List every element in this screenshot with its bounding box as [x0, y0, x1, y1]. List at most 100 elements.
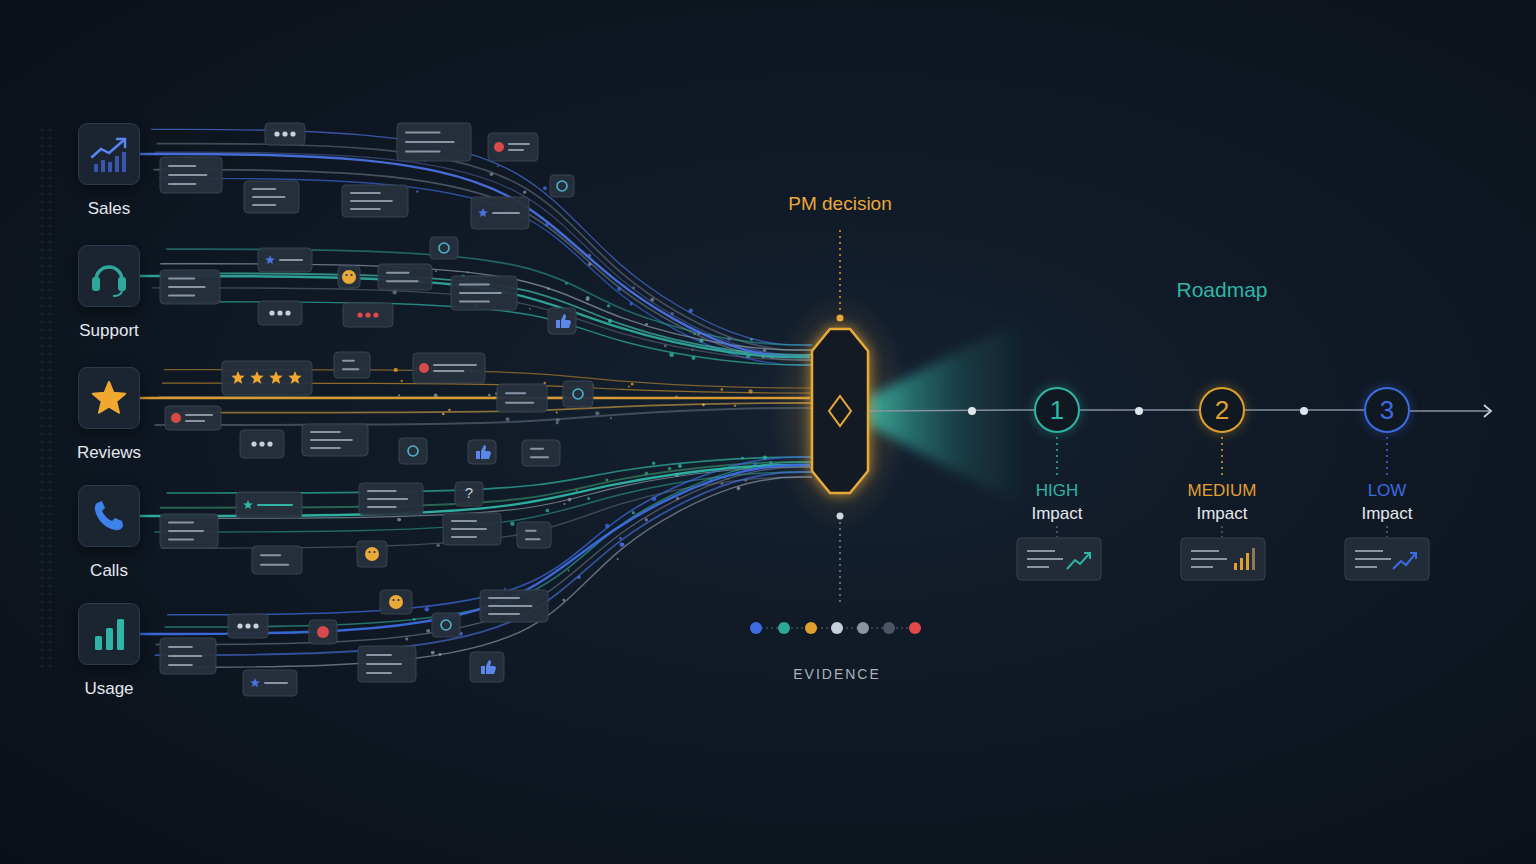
typing-dot	[285, 310, 290, 315]
roadmap-line	[1410, 410, 1490, 412]
card-body	[380, 590, 412, 614]
card-body	[240, 430, 284, 458]
usage-icon	[79, 604, 139, 664]
card-body	[265, 123, 305, 145]
decision-diamond	[829, 396, 851, 426]
feedback-stream	[164, 477, 812, 667]
stream-particle	[727, 337, 731, 341]
feedback-stream	[155, 152, 812, 355]
card-body	[165, 406, 221, 430]
stream-particle	[652, 497, 656, 501]
stream-particle	[595, 411, 599, 415]
usage-bar	[117, 619, 124, 650]
feedback-card	[302, 424, 368, 456]
stream-particle	[632, 286, 635, 289]
card-body	[413, 353, 485, 383]
feedback-card	[243, 670, 297, 696]
chat-icon	[408, 446, 418, 456]
card-body	[517, 522, 551, 548]
stream-particle	[628, 385, 630, 387]
stream-particle	[605, 478, 608, 481]
feedback-card	[399, 438, 427, 464]
leader-line	[1221, 526, 1222, 537]
card-body	[160, 638, 216, 674]
stream-particle	[678, 464, 682, 468]
step-number: 2	[1201, 389, 1243, 431]
card-line	[311, 439, 352, 441]
stream-particle	[750, 338, 753, 341]
stream-particle	[438, 653, 441, 656]
evidence-dot	[805, 622, 817, 634]
stream-particle	[397, 518, 401, 522]
card-line	[368, 506, 396, 508]
card-line	[493, 212, 519, 214]
alert-badge	[171, 413, 181, 423]
card-line	[1027, 566, 1049, 568]
card-body	[548, 308, 576, 334]
card-line	[261, 554, 280, 556]
card-line	[434, 364, 476, 366]
card-line	[169, 522, 193, 524]
thumbs-icon	[556, 314, 571, 328]
star-icon	[93, 382, 125, 413]
stream-particle	[563, 503, 565, 505]
stream-particle	[709, 340, 712, 343]
chart-bar	[115, 156, 119, 172]
card-body	[432, 613, 460, 637]
typing-dot	[274, 131, 279, 136]
stream-particle	[442, 413, 444, 415]
impact-card	[1345, 538, 1429, 580]
stream-particle	[401, 380, 403, 382]
leader-line	[1056, 526, 1057, 537]
stream-particle	[575, 489, 577, 491]
stream-particle	[619, 542, 623, 546]
typing-dot	[373, 312, 378, 317]
emoji-eye	[345, 274, 347, 276]
stream-particle	[431, 651, 435, 655]
feedback-card	[497, 384, 547, 412]
feedback-card	[517, 522, 551, 548]
card-line	[367, 654, 391, 656]
bar-icon	[1234, 563, 1237, 570]
card-line	[1355, 550, 1383, 552]
stream-particle	[587, 497, 590, 500]
feedback-card	[358, 646, 416, 682]
flow-connector	[140, 276, 810, 357]
alert-badge	[494, 142, 504, 152]
card-line	[253, 188, 275, 190]
card-line	[280, 259, 302, 261]
trend-icon	[1410, 553, 1416, 559]
typing-dot	[259, 441, 264, 446]
stream-particle	[467, 271, 469, 273]
card-line	[1191, 566, 1213, 568]
card-body	[357, 541, 387, 567]
card-line	[489, 613, 519, 615]
feedback-card	[244, 181, 299, 213]
stream-particle	[588, 263, 591, 266]
step-number: 1	[1036, 389, 1078, 431]
emoji-icon	[342, 270, 356, 284]
feedback-card	[378, 264, 432, 290]
calls-icon	[79, 486, 139, 546]
feedback-card	[468, 440, 496, 464]
card-line	[169, 183, 195, 185]
card-line	[169, 539, 193, 541]
typing-dot	[237, 623, 242, 628]
card-line	[1355, 566, 1377, 568]
feedback-stream	[168, 403, 812, 413]
stream-particle	[413, 618, 416, 621]
thumbs-icon	[481, 660, 496, 674]
chat-icon	[439, 243, 449, 253]
star-icon	[265, 255, 275, 264]
card-body	[563, 381, 593, 407]
light-beam	[866, 318, 1025, 508]
card-line	[169, 278, 194, 280]
impact-level: MEDIUM	[1188, 481, 1257, 501]
feedback-card	[380, 590, 412, 614]
card-line	[1027, 550, 1055, 552]
card-line	[387, 272, 409, 274]
stream-particle	[727, 478, 729, 480]
step-number: 3	[1366, 389, 1408, 431]
stream-particle	[608, 319, 612, 323]
chat-icon	[573, 389, 583, 399]
